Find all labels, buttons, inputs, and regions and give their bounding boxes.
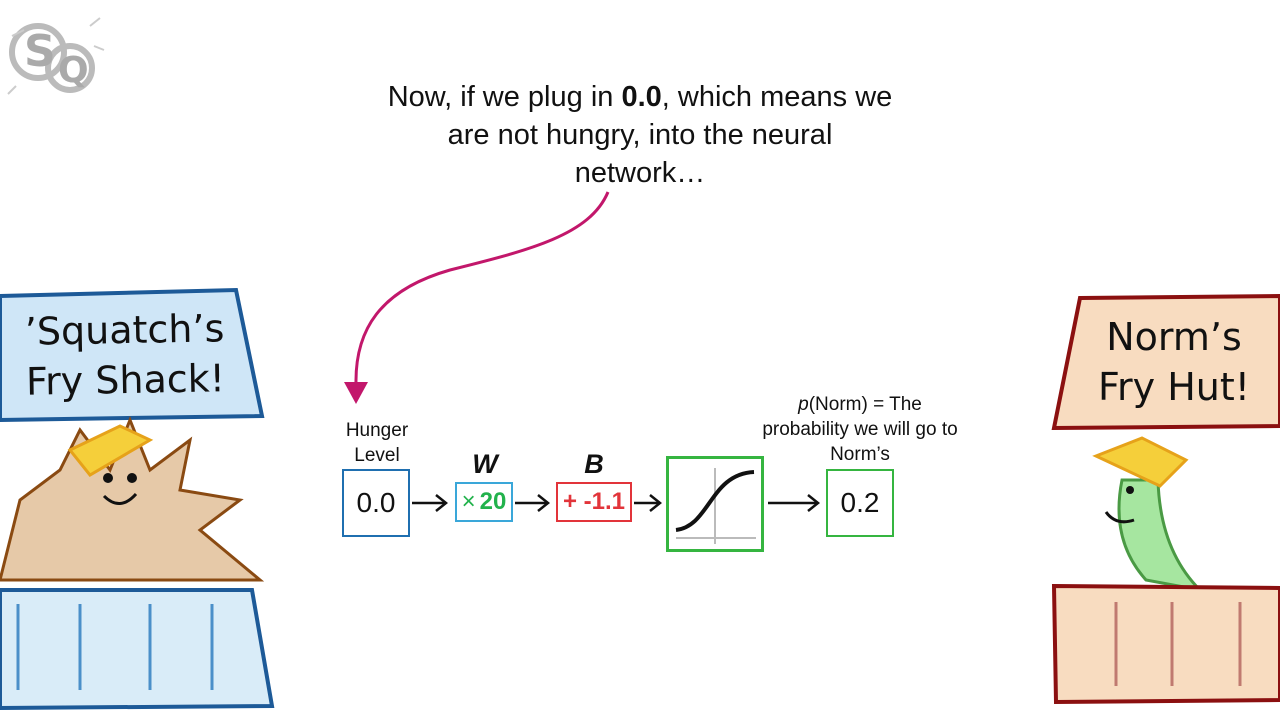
squatch-sign-line2: Fry Shack! (25, 356, 226, 404)
pointer-arrowhead (344, 382, 368, 404)
norm-sign-line1: Norm’s (1106, 315, 1242, 359)
svg-text:S: S (24, 26, 56, 77)
probability-label-text: (Norm) = The probability we will go to N… (762, 394, 958, 465)
caption-after: , which means we are not hungry, into th… (447, 81, 893, 189)
sigmoid-icon (675, 468, 756, 544)
sigmoid-box (666, 456, 764, 552)
weight-letter: W (472, 449, 498, 479)
squatch-stand (0, 287, 275, 711)
caption-bold-value: 0.0 (621, 81, 662, 113)
probability-label-p: p (798, 394, 809, 415)
svg-text:Q: Q (58, 50, 89, 91)
sq-logo-icon: S Q (7, 17, 105, 95)
bias-letter: B (584, 449, 604, 479)
squatch-sign-line1: ’Squatch’s (24, 306, 225, 354)
output-value-box: 0.2 (826, 469, 894, 537)
norm-stand (1051, 293, 1280, 705)
squatch-character (0, 415, 265, 582)
norm-character (1092, 436, 1205, 593)
pointer-arrow (354, 191, 610, 385)
input-value-box: 0.0 (342, 469, 410, 537)
caption-text: Now, if we plug in 0.0, which means we a… (380, 78, 900, 192)
weight-box: ×20 (455, 482, 513, 522)
weight-value: 20 (479, 488, 507, 515)
caption-before: Now, if we plug in (387, 81, 622, 113)
probability-label: p(Norm) = The probability we will go to … (760, 392, 960, 467)
bias-box: + -1.1 (556, 482, 632, 522)
hunger-level-label: Hunger Level (345, 420, 409, 466)
weight-operator: × (461, 488, 476, 515)
norm-sign-line2: Fry Hut! (1097, 365, 1251, 409)
